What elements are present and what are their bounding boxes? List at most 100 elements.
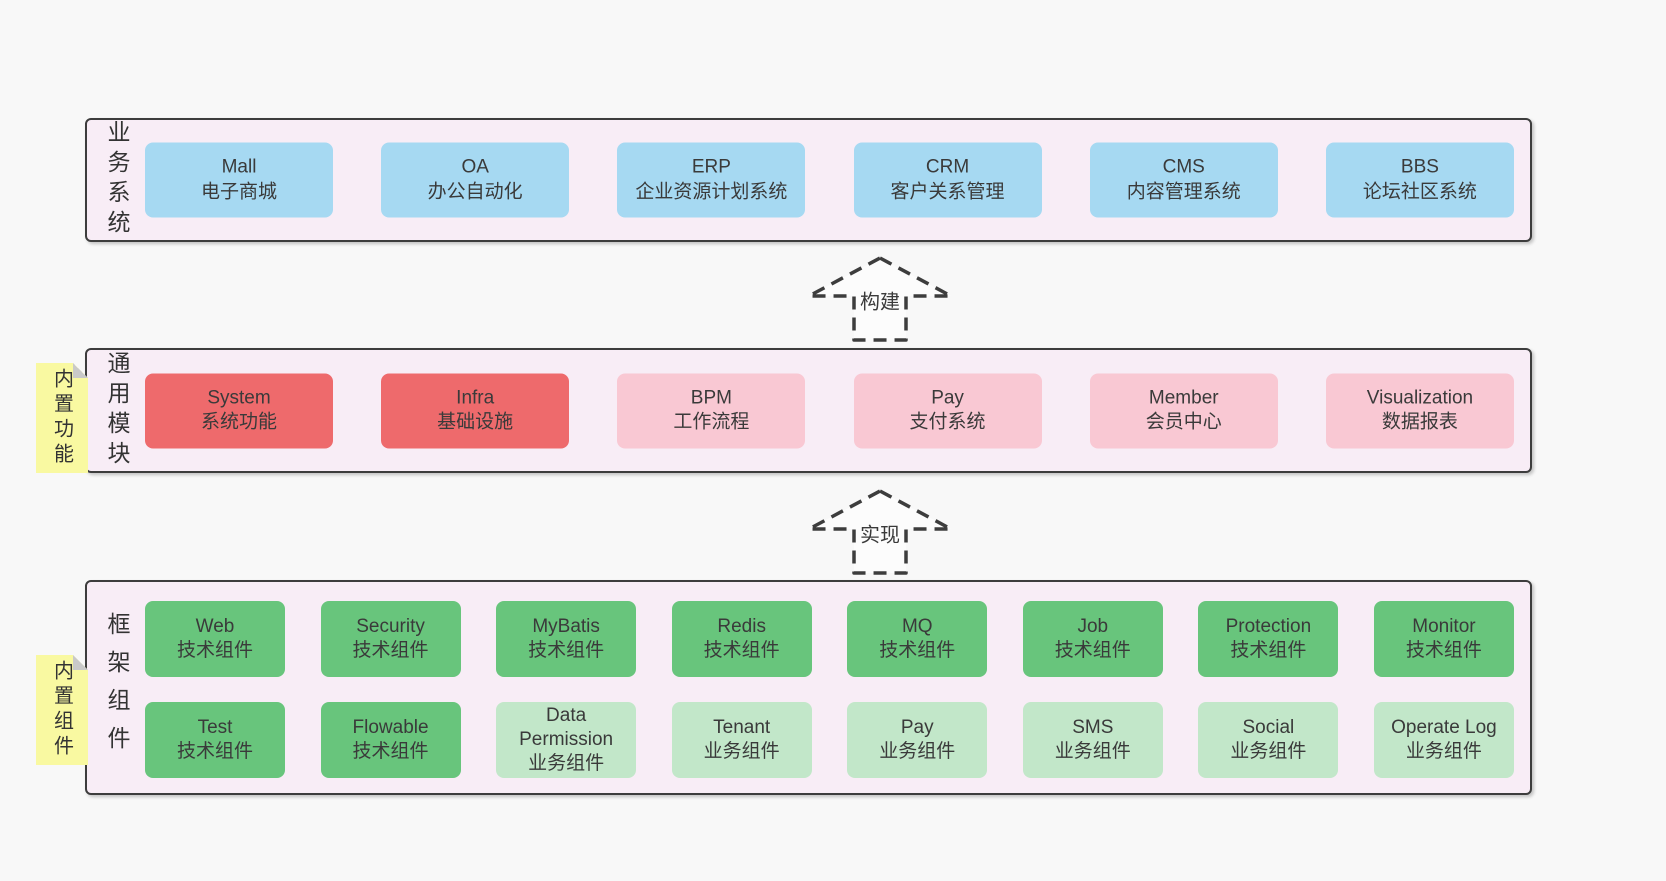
box-flowable: Flowable 技术组件	[320, 702, 461, 778]
box-title: Web	[195, 615, 235, 637]
box-bbs: BBS 论坛社区系统	[1325, 142, 1514, 218]
components-rows: Web 技术组件 Security 技术组件 MyBatis 技术组件 Redi…	[145, 601, 1514, 778]
box-subtitle: 客户关系管理	[890, 181, 1005, 202]
box-title: OA	[461, 156, 489, 178]
box-monitor: Monitor 技术组件	[1373, 601, 1514, 677]
box-visualization: Visualization 数据报表	[1325, 373, 1514, 448]
business-boxes-row: Mall 电子商城 OA 办公自动化 ERP 企业资源计划系统 CRM 客户关系…	[145, 142, 1514, 218]
box-subtitle: 业务组件	[528, 753, 605, 775]
box-title: Job	[1077, 615, 1109, 637]
box-sms: SMS 业务组件	[1022, 702, 1163, 778]
box-title: Pay	[931, 387, 964, 409]
box-subtitle: 论坛社区系统	[1362, 181, 1477, 202]
box-job: Job 技术组件	[1022, 601, 1163, 677]
box-title: Tenant	[713, 716, 771, 738]
box-title: Infra	[456, 387, 495, 409]
box-title: CMS	[1162, 156, 1205, 178]
build-arrow: 构建	[805, 254, 955, 344]
box-subtitle: 技术组件	[1405, 640, 1482, 661]
panel-vertical-label: 业务系统	[104, 120, 130, 240]
common-modules-panel: 通用模块 System 系统功能 Infra 基础设施 BPM 工作流程 Pay…	[85, 348, 1532, 473]
box-pay-component: Pay 业务组件	[847, 702, 988, 778]
business-systems-panel: 业务系统 Mall 电子商城 OA 办公自动化 ERP 企业资源计划系统 CRM…	[85, 118, 1532, 242]
box-subtitle: 系统功能	[200, 411, 277, 433]
build-arrow-label: 构建	[856, 284, 904, 316]
box-oa: OA 办公自动化	[381, 142, 570, 218]
box-title: Flowable	[352, 716, 429, 738]
box-subtitle: 会员中心	[1145, 411, 1222, 433]
implement-arrow-label: 实现	[856, 517, 904, 549]
box-title: ERP	[691, 156, 731, 178]
box-protection: Protection 技术组件	[1198, 601, 1339, 677]
builtin-features-sticky-note: 内置功能	[36, 363, 88, 473]
box-subtitle: 技术组件	[176, 741, 253, 762]
components-row-1: Web 技术组件 Security 技术组件 MyBatis 技术组件 Redi…	[145, 601, 1514, 677]
box-title: BPM	[690, 387, 732, 409]
box-title: System	[207, 387, 271, 409]
box-title: SMS	[1072, 716, 1114, 738]
box-subtitle: 技术组件	[1054, 640, 1131, 661]
box-subtitle: 技术组件	[352, 741, 429, 762]
framework-components-panel: 框架组件 Web 技术组件 Security 技术组件 MyBatis 技术组件…	[85, 580, 1532, 795]
box-member: Member 会员中心	[1089, 373, 1278, 448]
box-mq: MQ 技术组件	[847, 601, 988, 677]
box-title: Pay	[900, 716, 934, 738]
components-row-2: Test 技术组件 Flowable 技术组件 Data Permission …	[145, 702, 1514, 778]
box-operate-log: Operate Log 业务组件	[1373, 702, 1514, 778]
panel-vertical-label: 通用模块	[104, 350, 130, 471]
box-subtitle: 技术组件	[703, 640, 780, 661]
box-subtitle: 基础设施	[437, 411, 514, 433]
box-title: MyBatis	[532, 615, 600, 637]
box-title: Social	[1242, 716, 1295, 738]
box-infra: Infra 基础设施	[381, 373, 570, 448]
box-bpm: BPM 工作流程	[617, 373, 806, 448]
box-subtitle: 业务组件	[1230, 741, 1307, 762]
box-title: Data Permission	[519, 704, 614, 750]
box-subtitle: 办公自动化	[427, 181, 523, 202]
box-subtitle: 技术组件	[1230, 640, 1307, 661]
box-social: Social 业务组件	[1198, 702, 1339, 778]
box-title: Operate Log	[1391, 716, 1497, 738]
box-subtitle: 技术组件	[352, 640, 429, 661]
box-cms: CMS 内容管理系统	[1089, 142, 1278, 218]
box-subtitle: 技术组件	[528, 640, 605, 661]
box-redis: Redis 技术组件	[671, 601, 812, 677]
box-subtitle: 业务组件	[1405, 741, 1482, 762]
box-web: Web 技术组件	[145, 601, 285, 677]
builtin-components-sticky-note: 内置组件	[36, 655, 88, 765]
box-crm: CRM 客户关系管理	[853, 142, 1042, 218]
box-title: Monitor	[1412, 615, 1476, 637]
box-tenant: Tenant 业务组件	[671, 702, 812, 778]
box-subtitle: 电子商城	[200, 181, 277, 202]
box-data-permission: Data Permission 业务组件	[496, 702, 637, 778]
box-subtitle: 业务组件	[879, 741, 956, 762]
box-system: System 系统功能	[145, 373, 333, 448]
box-subtitle: 数据报表	[1381, 411, 1458, 433]
box-subtitle: 技术组件	[176, 640, 253, 661]
box-title: Redis	[717, 615, 766, 637]
box-mall: Mall 电子商城	[145, 142, 333, 218]
box-title: CRM	[925, 156, 970, 178]
box-test: Test 技术组件	[145, 702, 285, 778]
box-title: Protection	[1225, 615, 1312, 637]
box-title: Test	[197, 716, 233, 738]
box-subtitle: 工作流程	[673, 411, 750, 433]
box-subtitle: 支付系统	[909, 411, 986, 433]
box-title: Security	[356, 615, 425, 637]
implement-arrow: 实现	[805, 487, 955, 577]
box-subtitle: 业务组件	[703, 741, 780, 762]
box-title: Visualization	[1366, 387, 1474, 409]
box-title: BBS	[1400, 156, 1439, 178]
box-subtitle: 企业资源计划系统	[635, 181, 788, 202]
box-pay-module: Pay 支付系统	[853, 373, 1042, 448]
box-subtitle: 业务组件	[1054, 741, 1131, 762]
box-title: MQ	[901, 615, 933, 637]
panel-vertical-label: 框架组件	[104, 611, 130, 764]
box-mybatis: MyBatis 技术组件	[496, 601, 637, 677]
box-erp: ERP 企业资源计划系统	[617, 142, 806, 218]
sticky-note-label: 内置组件	[50, 660, 73, 760]
box-subtitle: 技术组件	[879, 640, 956, 661]
box-subtitle: 内容管理系统	[1126, 181, 1241, 202]
sticky-note-label: 内置功能	[50, 368, 73, 468]
box-title: Member	[1148, 387, 1219, 409]
